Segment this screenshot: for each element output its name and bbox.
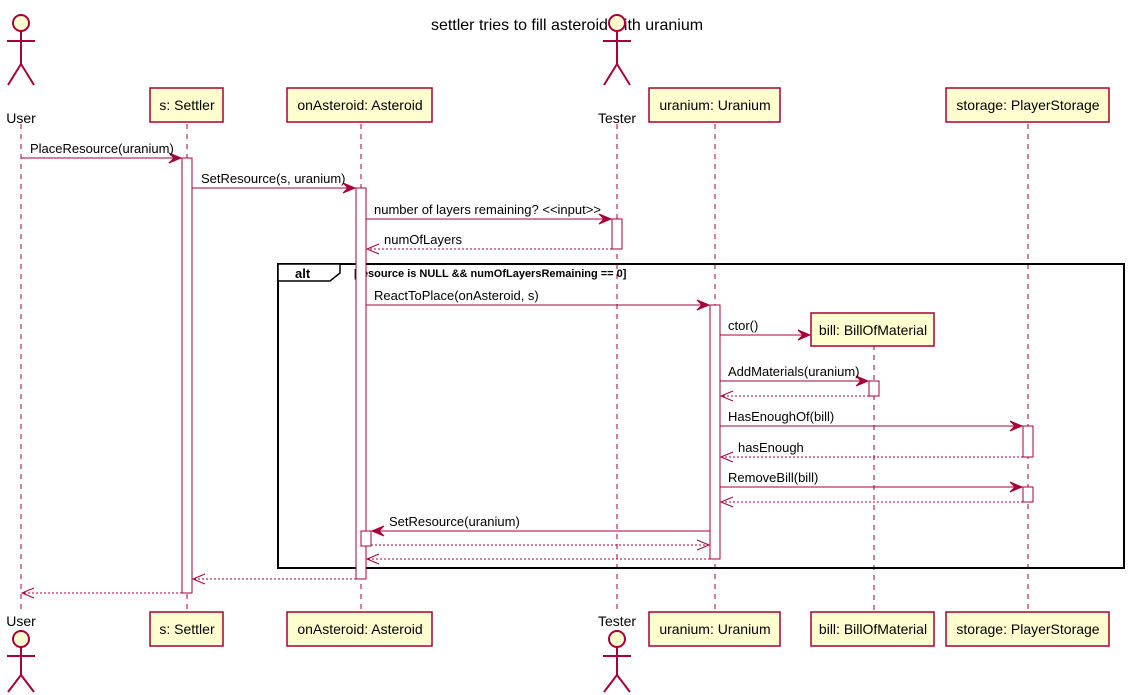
actor-body (7, 31, 35, 86)
alt-label: alt (295, 266, 311, 281)
actor-tester-top: Tester (598, 14, 636, 126)
participant-bill-label: bill: BillOfMaterial (819, 322, 927, 338)
participants-top: User s: Settler onAsteroid: Asteroid Tes… (6, 14, 1110, 347)
participant-storage-label-bottom: storage: PlayerStorage (956, 621, 1099, 637)
arrow-head (719, 390, 734, 402)
arrow-head (696, 539, 711, 551)
message-label: ctor() (728, 318, 758, 333)
arrow-head (191, 573, 206, 585)
participant-bill-label-bottom: bill: BillOfMaterial (819, 621, 927, 637)
arrow-head (696, 299, 711, 311)
message-label: numOfLayers (384, 232, 463, 247)
message-label: number of layers remaining? <<input>> (374, 202, 601, 217)
participant-asteroid-box (286, 87, 433, 123)
arrow-head (598, 213, 613, 225)
alt-frame (277, 263, 1125, 569)
participant-user-label-bottom: User (6, 613, 36, 629)
participant-asteroid-label: onAsteroid: Asteroid (297, 97, 422, 113)
actor-body (603, 31, 631, 86)
activation-asteroid (355, 187, 367, 580)
arrow-head (855, 375, 870, 387)
actor-head (608, 630, 626, 648)
message-label: ReactToPlace(onAsteroid, s) (374, 288, 539, 303)
participant-asteroid-box-bottom (286, 611, 433, 647)
messages: PlaceResource(uranium) SetResource(s, ur… (20, 141, 1024, 599)
arrow-head (719, 496, 734, 508)
message-label: HasEnoughOf(bill) (728, 409, 834, 424)
participant-uranium-label-bottom: uranium: Uranium (659, 621, 770, 637)
actor-body (603, 647, 631, 693)
participant-settler-label-bottom: s: Settler (159, 621, 215, 637)
participant-uranium-label: uranium: Uranium (659, 97, 770, 113)
participant-settler-box-bottom (149, 611, 224, 647)
actor-user-top: User (6, 14, 36, 126)
participant-asteroid-label-bottom: onAsteroid: Asteroid (297, 621, 422, 637)
actor-user-bottom (7, 630, 35, 693)
participant-storage-box (945, 87, 1110, 123)
lifelines (20, 124, 1029, 612)
actor-head (12, 630, 30, 648)
activations (181, 157, 1034, 594)
activation-bill (868, 380, 880, 397)
participant-bill-box (810, 312, 935, 347)
participant-uranium-box (648, 87, 781, 123)
participant-bill-box-bottom (810, 611, 935, 647)
participant-tester-label: Tester (598, 110, 636, 126)
participant-tester-label-bottom: Tester (598, 613, 636, 629)
message-label: RemoveBill(bill) (728, 470, 818, 485)
activation-storage-2 (1022, 486, 1034, 503)
message-label: SetResource(uranium) (389, 514, 520, 529)
message-label: AddMaterials(uranium) (728, 364, 860, 379)
message-label: PlaceResource(uranium) (30, 141, 174, 156)
actor-head (12, 14, 30, 32)
activation-tester (611, 218, 623, 250)
alt-fragment: alt [resource is NULL && numOfLayersRema… (277, 263, 1125, 569)
arrow-head (20, 587, 35, 599)
arrow-head (719, 451, 734, 463)
arrow-head (168, 152, 183, 164)
diagram-title: settler tries to fill asteroid with uran… (431, 17, 703, 34)
activation-settler (181, 157, 193, 594)
actor-body (7, 647, 35, 693)
arrow-head (370, 525, 385, 537)
activation-storage-1 (1022, 425, 1034, 458)
arrow-head (365, 243, 380, 255)
participant-settler-label: s: Settler (159, 97, 215, 113)
participant-storage-label: storage: PlayerStorage (956, 97, 1099, 113)
participant-settler-box (149, 87, 224, 123)
participants-bottom: User s: Settler onAsteroid: Asteroid Tes… (6, 611, 1110, 693)
activation-uranium (709, 304, 721, 560)
participant-storage-box-bottom (945, 611, 1110, 647)
alt-condition: [resource is NULL && numOfLayersRemainin… (354, 268, 627, 280)
arrow-head (1009, 481, 1024, 493)
message-label: hasEnough (738, 440, 804, 455)
message-label: SetResource(s, uranium) (201, 171, 346, 186)
participant-uranium-box-bottom (648, 611, 781, 647)
activation-asteroid-nested (360, 530, 372, 547)
participant-user-label: User (6, 110, 36, 126)
arrow-head (797, 329, 812, 341)
actor-tester-bottom (603, 630, 631, 693)
alt-tab (277, 263, 341, 282)
arrow-head (365, 553, 380, 565)
actor-head (608, 14, 626, 32)
arrow-head (342, 182, 357, 194)
arrow-head (1009, 420, 1024, 432)
